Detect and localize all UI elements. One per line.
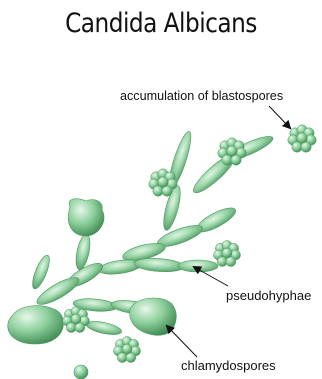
blastospores-arrow xyxy=(269,106,290,128)
hypha-cell xyxy=(29,253,53,290)
hypha-cell xyxy=(178,260,218,272)
chlamydospore xyxy=(130,298,177,335)
chlamydospores-arrow xyxy=(167,326,197,357)
blastospore xyxy=(71,314,81,324)
blastospore xyxy=(297,133,307,143)
chlamydospore xyxy=(68,199,104,236)
label-blastospores: accumulation of blastospores xyxy=(120,89,283,103)
blastospore xyxy=(227,146,237,156)
chlamydospore xyxy=(74,365,88,379)
label-chlamydospores: chlamydospores xyxy=(181,358,276,373)
hypha-cell xyxy=(134,257,185,273)
hypha-cell xyxy=(97,258,142,277)
label-pseudohyphae: pseudohyphae xyxy=(226,288,311,303)
blastospore xyxy=(222,248,232,258)
hypha-cell xyxy=(85,319,123,337)
blastospore xyxy=(158,177,168,187)
chlamydospore xyxy=(8,306,64,344)
blastospore xyxy=(122,344,132,354)
